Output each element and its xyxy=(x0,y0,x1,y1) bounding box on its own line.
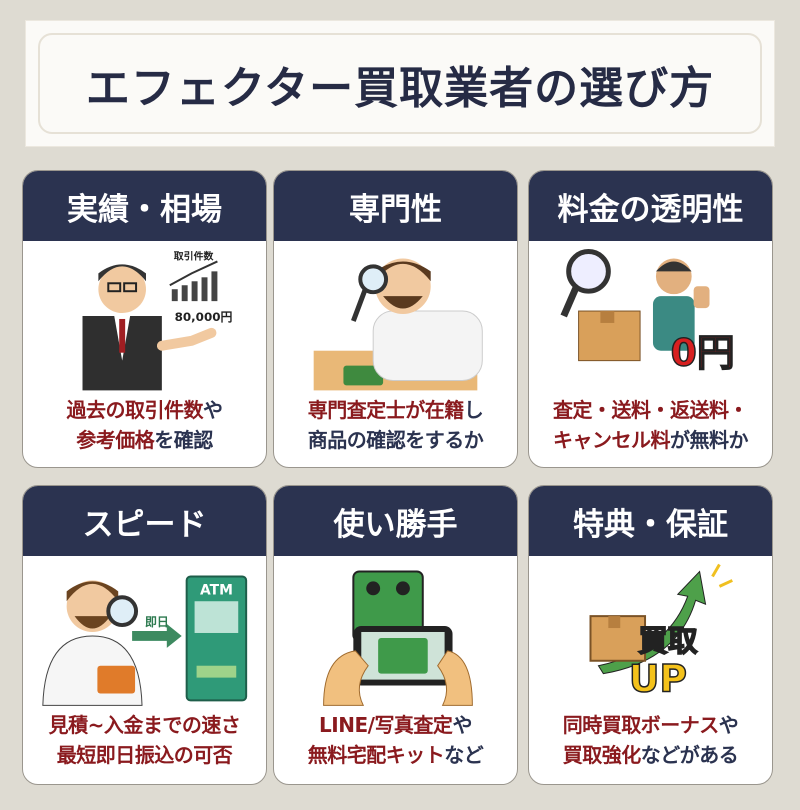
card-usability: 使い勝手 LINE/写真査定や無料宅配キットなど xyxy=(273,485,518,785)
desc-segment: 参考価格 xyxy=(76,428,155,452)
chart-title-label: 取引件数 xyxy=(174,249,214,262)
desc-segment: が無料か xyxy=(670,428,749,452)
desc-line: LINE/写真査定や xyxy=(274,710,517,740)
card-description: 専門査定士が在籍し商品の確認をするか xyxy=(274,391,517,455)
card-illustration: 取引件数 80,000円 xyxy=(23,241,266,391)
desc-segment: 専門査定士が在籍 xyxy=(307,398,465,422)
desc-segment: 見積~入金までの速さ xyxy=(48,713,241,737)
desc-segment: キャンセル料 xyxy=(553,428,671,452)
amount-label: 80,000円 xyxy=(175,310,233,324)
desc-segment: など xyxy=(444,743,484,767)
card-illustration: 即日 ATM xyxy=(23,556,266,706)
card-description: 見積~入金までの速さ最短即日振込の可否 xyxy=(23,706,266,770)
desc-line: 査定・送料・返送料・ xyxy=(529,395,772,425)
desc-line: 同時買取ボーナスや xyxy=(529,710,772,740)
card-description: 査定・送料・返送料・キャンセル料が無料か xyxy=(529,391,772,455)
desc-line: 参考価格を確認 xyxy=(23,425,266,455)
appraiser-with-magnifier-illustration xyxy=(313,258,483,391)
desc-line: キャンセル料が無料か xyxy=(529,425,772,455)
desc-segment: し xyxy=(463,398,484,422)
appraiser-atm-illustration: 即日 ATM xyxy=(42,575,248,706)
card-fee-transparency: 料金の透明性 0円 査定・送料・返送料・キャンセル料が無料か xyxy=(528,170,773,468)
desc-segment: や xyxy=(203,398,223,422)
card-description: LINE/写真査定や無料宅配キットなど xyxy=(274,706,517,770)
zero-yen-label: 0円 xyxy=(671,331,735,375)
card-track-record: 実績・相場 取引件数 80,000円 過去の取引件数や参考価格を確認 xyxy=(22,170,267,468)
desc-segment: などがある xyxy=(640,743,739,767)
card-heading: 使い勝手 xyxy=(274,486,517,556)
magnifier-box-zero-yen-illustration: 0円 xyxy=(560,249,735,375)
kaitori-label: 買取 xyxy=(638,624,698,659)
desc-line: 買取強化などがある xyxy=(529,740,772,770)
desc-segment: LINE/写真査定 xyxy=(319,713,453,737)
businessman-with-chart-illustration: 取引件数 80,000円 xyxy=(82,249,233,391)
desc-line: 最短即日振込の可否 xyxy=(23,740,266,770)
card-heading: 専門性 xyxy=(274,171,517,241)
desc-segment: 無料宅配キット xyxy=(307,743,445,767)
card-expertise: 専門性 専門査定士が在籍し商品の確認をするか xyxy=(273,170,518,468)
desc-segment: や xyxy=(452,713,472,737)
card-speed: スピード 即日 ATM 見積~入金までの速さ最短即日振込の可否 xyxy=(22,485,267,785)
desc-segment: 同時買取ボーナス xyxy=(562,713,720,737)
same-day-label: 即日 xyxy=(145,615,169,629)
card-heading: スピード xyxy=(23,486,266,556)
desc-segment: 査定・送料・返送料・ xyxy=(553,398,749,422)
up-label: UP xyxy=(629,657,687,701)
card-illustration xyxy=(274,241,517,391)
smartphone-photo-pedal-illustration xyxy=(323,570,473,706)
desc-segment: を確認 xyxy=(154,428,213,452)
page-title: エフェクター買取業者の選び方 xyxy=(85,62,715,114)
title-frame: エフェクター買取業者の選び方 xyxy=(38,33,762,134)
card-heading: 実績・相場 xyxy=(23,171,266,241)
card-heading: 料金の透明性 xyxy=(529,171,772,241)
desc-segment: 最短即日振込の可否 xyxy=(56,743,233,767)
box-arrow-kaitori-up-illustration: 買取 UP xyxy=(589,563,733,701)
card-description: 同時買取ボーナスや買取強化などがある xyxy=(529,706,772,770)
card-illustration: 0円 xyxy=(529,241,772,391)
desc-line: 過去の取引件数や xyxy=(23,395,266,425)
card-heading: 特典・保証 xyxy=(529,486,772,556)
desc-segment: 買取強化 xyxy=(562,743,642,767)
atm-label: ATM xyxy=(200,582,233,598)
card-perks-guarantee: 特典・保証 買取 UP 同時買取ボーナスや買取強化などがある xyxy=(528,485,773,785)
card-description: 過去の取引件数や参考価格を確認 xyxy=(23,391,266,455)
desc-segment: や xyxy=(718,713,739,737)
desc-line: 専門査定士が在籍し xyxy=(274,395,517,425)
desc-line: 商品の確認をするか xyxy=(274,425,517,455)
desc-segment: 商品の確認をするか xyxy=(307,428,484,452)
desc-line: 見積~入金までの速さ xyxy=(23,710,266,740)
desc-line: 無料宅配キットなど xyxy=(274,740,517,770)
card-illustration xyxy=(274,556,517,706)
card-illustration: 買取 UP xyxy=(529,556,772,706)
title-banner: エフェクター買取業者の選び方 xyxy=(25,20,775,147)
desc-segment: 過去の取引件数 xyxy=(66,398,204,422)
